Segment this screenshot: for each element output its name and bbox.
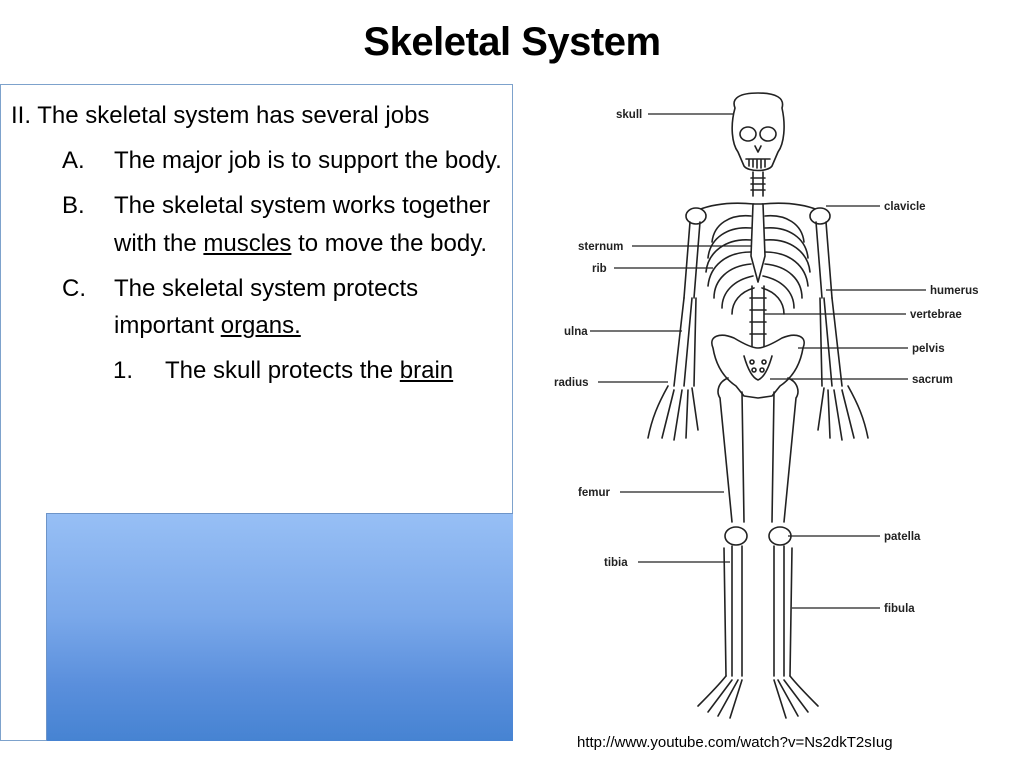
skeleton-illustration: skull clavicle sternum rib humerus verte… (554, 92, 979, 719)
label-sacrum: sacrum (912, 374, 953, 386)
list-item-text: The skeletal system works together with … (114, 187, 506, 261)
brain-link[interactable]: brain (399, 357, 454, 385)
list-item-a: A. The major job is to support the body. (11, 142, 506, 179)
label-femur: femur (578, 487, 610, 499)
list-marker: B. (62, 192, 85, 220)
organs-link[interactable]: organs. (220, 311, 301, 339)
text-before: The skeletal system protects important (114, 274, 419, 339)
list-item-text: The skull protects the brain (165, 352, 506, 389)
label-ulna: ulna (564, 326, 588, 338)
list-marker: A. (62, 147, 85, 175)
text-before: The skeletal system works together with … (114, 192, 491, 257)
muscles-link[interactable]: muscles (203, 229, 292, 257)
slide-title: Skeletal System (363, 20, 661, 64)
label-rib: rib (592, 263, 607, 275)
label-radius: radius (554, 377, 589, 389)
body-text: II. The skeletal system has several jobs… (11, 97, 506, 397)
label-humerus: humerus (930, 285, 979, 297)
blue-gradient-panel (46, 513, 513, 741)
list-item-text: The major job is to support the body. (114, 147, 502, 175)
label-skull: skull (616, 109, 642, 121)
list-item-c: C. The skeletal system protects importan… (11, 270, 506, 344)
label-pelvis: pelvis (912, 343, 945, 355)
heading-text: The skeletal system has several jobs (37, 102, 430, 129)
list-item-b: B. The skeletal system works together wi… (11, 187, 506, 261)
heading-item: II. The skeletal system has several jobs (11, 97, 506, 134)
skeleton-diagram: skull clavicle sternum rib humerus verte… (548, 86, 994, 726)
source-url[interactable]: http://www.youtube.com/watch?v=Ns2dkT2sI… (577, 734, 893, 751)
label-fibula: fibula (884, 603, 915, 615)
label-sternum: sternum (578, 241, 623, 253)
label-vertebrae: vertebrae (910, 309, 962, 321)
label-clavicle: clavicle (884, 201, 926, 213)
label-tibia: tibia (604, 557, 628, 569)
text-after: to move the body. (291, 229, 488, 257)
heading-prefix: II. (11, 102, 38, 129)
text-before: The skull protects the (165, 357, 400, 385)
list-marker: 1. (113, 357, 134, 385)
label-patella: patella (884, 531, 921, 543)
list-item-text: The skeletal system protects important o… (114, 270, 506, 344)
sub-item-1: 1. The skull protects the brain (11, 352, 506, 389)
list-marker: C. (62, 274, 86, 302)
